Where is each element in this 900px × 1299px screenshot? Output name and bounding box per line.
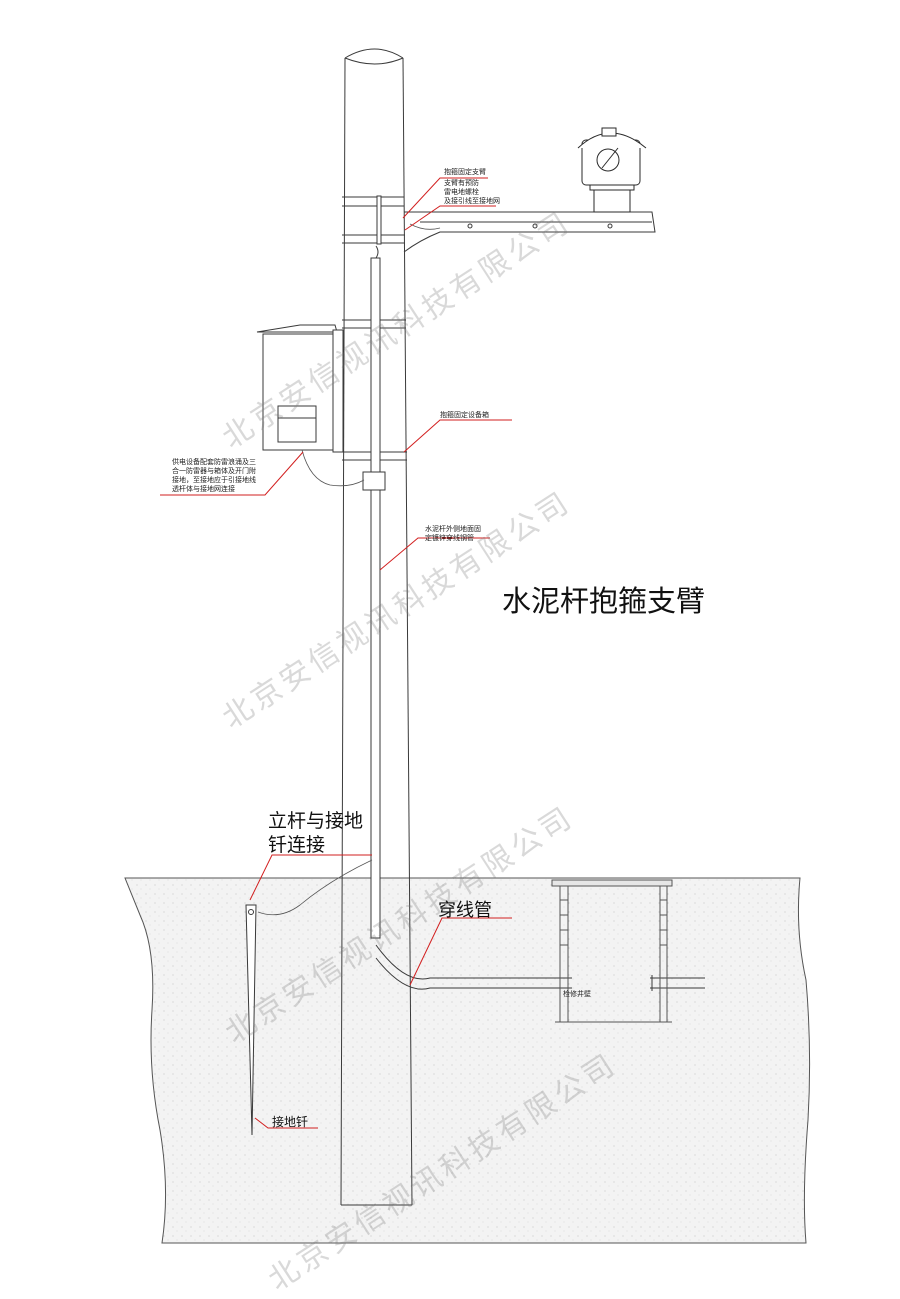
label-conduit-2: 定镀锌穿线钢管: [425, 534, 474, 542]
label-lightning-3: 及接引线至接地网: [444, 197, 500, 205]
label-cabinet-hoop: 抱箍固定设备箱: [440, 411, 489, 419]
camera-support-arm: [403, 211, 656, 253]
label-power-4: 透杆体与接地网连接: [172, 485, 235, 493]
label-pole-ground-2: 钎连接: [268, 834, 326, 856]
installation-diagram: [124, 48, 811, 1244]
handhole-well: [551, 879, 673, 1023]
conduit-pipe: [362, 245, 386, 939]
label-lightning-2: 雷电地螺栓: [444, 188, 479, 196]
label-power-1: 供电设备配套防雷浪涌及三: [172, 458, 256, 466]
label-ground-rod: 接地钎: [272, 1115, 309, 1129]
equipment-cabinet: [256, 324, 344, 453]
leader-lines: [160, 177, 512, 1129]
wire-pipe: [375, 944, 705, 991]
label-wire-pipe: 穿线管: [438, 900, 492, 921]
label-power-2: 合一防雷器与箱体及开门附: [172, 467, 256, 475]
concrete-pole: [340, 48, 413, 1206]
ground-soil: [124, 877, 811, 1244]
label-conduit-1: 水泥杆外侧地面固: [425, 525, 481, 533]
ground-rod: [245, 904, 257, 1136]
label-handhole: 检修井壁: [563, 990, 591, 998]
camera-icon: [577, 127, 647, 213]
diagram-title: 水泥杆抱箍支臂: [502, 584, 706, 618]
label-power-3: 接地，至接地应于引接地线: [172, 476, 256, 484]
pole-hoops: [342, 195, 407, 461]
label-camera-arm: 抱箍固定支臂: [444, 168, 486, 176]
label-lightning-1: 支臂有预防: [444, 179, 479, 187]
label-pole-ground-1: 立杆与接地: [268, 810, 364, 832]
